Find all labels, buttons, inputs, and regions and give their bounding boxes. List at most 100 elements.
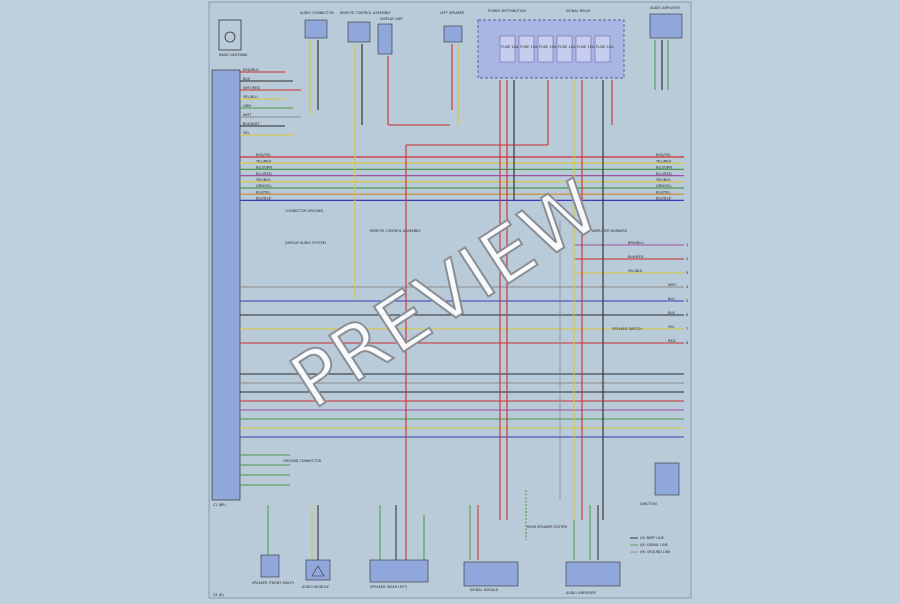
legend: (M) BEEP LINE (M) SIGNAL LINE (M) GROUND…	[630, 536, 671, 554]
right-speaker-label: SPEAKER (FRONT RIGHT)	[252, 581, 295, 585]
fuse-slot	[499, 35, 516, 63]
amplifier-unit-label: AUDIO AMPLIFIER	[566, 591, 596, 595]
fuse-slot	[518, 35, 535, 63]
left-wire-label: RED/BLU	[243, 68, 259, 72]
harness-wire-label: YEL/BLK	[256, 178, 271, 182]
left-wire-label: WHT/RED	[243, 86, 260, 90]
radio-antenna-box	[218, 19, 242, 51]
fuse-label: FUSE 10A	[539, 45, 557, 49]
audio-connector-box	[304, 19, 328, 39]
fuse-slot	[575, 35, 592, 63]
note-connector-ground: CONNECTOR GROUND	[285, 209, 323, 213]
main-connector-label: C2 (BR)	[213, 503, 227, 507]
harness-wire-label: BLU/RED	[256, 172, 272, 176]
left-speaker-component: LEFT SPEAKER	[440, 11, 465, 43]
note-ground-connector: GROUND CONNECTOR	[283, 459, 322, 463]
right-wire-pin: 8	[686, 341, 689, 345]
audio-connector-label: AUDIO CONNECTOR	[300, 11, 335, 15]
right-wire-label: YEL	[668, 325, 674, 329]
right-wire-label: BLK	[668, 311, 675, 315]
harness-wire-label: BLU/BLK	[256, 197, 272, 201]
fuse-label: FUSE 15A	[520, 45, 538, 49]
left-wire-label: YEL/BLU	[243, 95, 258, 99]
remote-control-component: REMOTE CONTROL ASSEMBLY	[340, 11, 391, 43]
harness-wire-label: YEL/RED	[256, 159, 271, 163]
note-speaker-switch: SPEAKER SWITCH	[612, 327, 642, 331]
legend-item: (M) BEEP LINE	[640, 536, 664, 540]
right-wire-pin: 4	[686, 285, 689, 289]
left-speaker-label: LEFT SPEAKER	[440, 11, 465, 15]
display-unit-component: DISPLAY UNIT	[377, 17, 404, 55]
main-connector-strip: C2 (BR) G1 (B)	[211, 69, 241, 597]
display-unit-box	[377, 23, 393, 55]
diagram-sheet	[208, 1, 692, 599]
left-wire-label: GRN	[243, 104, 251, 108]
audio-amplifier-component: AUDIO AMPLIFIER	[649, 6, 683, 39]
note-display-audio: DISPLAY AUDIO SYSTEM	[285, 241, 326, 245]
fuse-slot	[556, 35, 573, 63]
legend-item: (M) GROUND LINE	[640, 550, 671, 554]
right-wire-pin: 5	[686, 299, 688, 303]
left-wire-label: BLK/WHT	[243, 122, 260, 126]
rear-speaker-label: SPEAKER (REAR LEFT)	[370, 585, 408, 589]
harness-wire-label-right: BLU/RED	[656, 172, 672, 176]
notes-layer: REMOTE CONTROL ASSEMBLY CONNECTOR GROUND…	[283, 209, 642, 529]
audio-connector-component: AUDIO CONNECTOR	[300, 11, 335, 39]
right-wire-label: BLK/RED	[628, 255, 644, 259]
harness-wire-label: BLK/YEL	[256, 190, 271, 194]
radio-antenna-component: RADIO ANTENNA	[218, 19, 248, 57]
note-rear-speaker: REAR SPEAKER SYSTEM	[527, 525, 567, 529]
right-wire-pin: 7	[686, 327, 688, 331]
harness-wire-label: GRN/YEL	[256, 184, 272, 188]
audio-module-box	[463, 561, 519, 587]
main-connector	[211, 69, 241, 501]
remote-control-label: REMOTE CONTROL ASSEMBLY	[340, 11, 391, 15]
harness-wire-label-right: YEL/RED	[656, 159, 671, 163]
right-wire-label: YEL/BLK	[628, 269, 643, 273]
signal-module-label: AUDIO MODULE	[302, 585, 329, 589]
harness-wire-label: RED/YEL	[256, 153, 271, 157]
right-wire-label: BRN/BLU	[628, 241, 644, 245]
signal-module-box	[305, 559, 331, 581]
junction-box	[654, 462, 680, 496]
junction-label: JUNCTION	[639, 502, 657, 506]
audio-amplifier-label: AUDIO AMPLIFIER	[650, 6, 680, 10]
harness-wire-label-right: BLU/BLK	[656, 197, 672, 201]
fuse-label: FUSE 15A	[558, 45, 576, 49]
right-wire-pin: 6	[686, 313, 689, 317]
harness-wire-label-right: BLU/GRN	[656, 166, 672, 170]
right-wire-pin: 2	[686, 257, 688, 261]
left-speaker-box	[443, 25, 463, 43]
harness-wire-label-right: RED/YEL	[656, 153, 671, 157]
harness-wire-label-right: GRN/YEL	[656, 184, 672, 188]
fuse-slot	[537, 35, 554, 63]
junction-component: JUNCTION	[639, 462, 680, 506]
harness-wire-label: BLU/GRN	[256, 166, 272, 170]
fuse-slot	[594, 35, 611, 63]
audio-amplifier-box	[649, 13, 683, 39]
antenna-icon	[224, 31, 236, 43]
fuse-label: FUSE 10A	[596, 45, 614, 49]
fuse-label: FUSE 10A	[577, 45, 595, 49]
rear-speaker-box	[369, 559, 429, 583]
fuse-box-component: POWER DISTRIBUTION SIGNAL RELAY FUSE 10A…	[477, 9, 625, 79]
left-wire-label: BLK	[243, 77, 250, 81]
vertical-feeds	[309, 40, 669, 560]
radio-antenna-label: RADIO ANTENNA	[219, 53, 248, 57]
legend-item: (M) SIGNAL LINE	[640, 543, 668, 547]
right-wire-label: WHT	[668, 283, 677, 287]
wire-layer: RED/BLU BLK WHT/RED YEL/BLU GRN WHT BLK/WHT YEL…	[240, 68, 689, 560]
fuse-label: FUSE 10A	[501, 45, 519, 49]
right-wire-label: RED	[668, 339, 676, 343]
note-remote-control: REMOTE CONTROL ASSEMBLY	[370, 229, 421, 233]
remote-control-box	[347, 21, 371, 43]
right-block-title: AMPLIFIER HARNESS	[592, 229, 627, 233]
harness-wire-label-right: YEL/BLK	[656, 178, 671, 182]
bottom-components: SPEAKER (FRONT RIGHT) AUDIO MODULE SPEAK…	[252, 554, 621, 595]
left-wire-label: YEL	[243, 131, 249, 135]
left-wire-label: WHT	[243, 113, 252, 117]
signal-relay-label: SIGNAL RELAY	[566, 9, 591, 13]
